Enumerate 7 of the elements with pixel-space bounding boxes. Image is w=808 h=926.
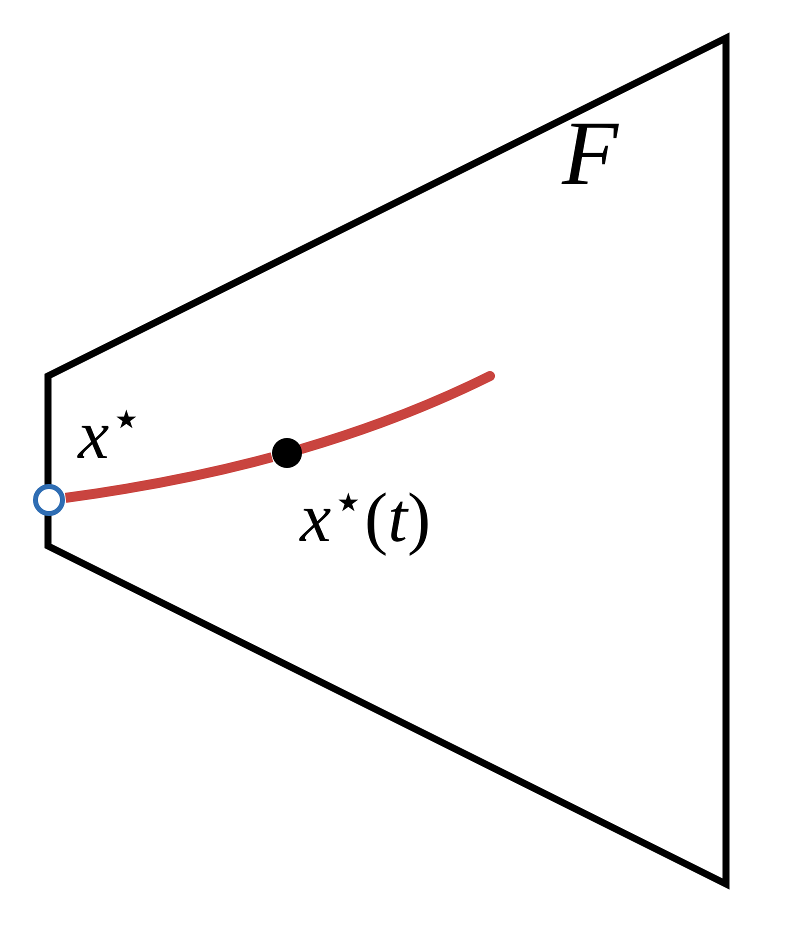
region-label: F (562, 107, 618, 199)
curve-line (64, 452, 274, 503)
point-dot (272, 438, 302, 468)
point-label: x$^{⋆}$ (78, 401, 143, 471)
hollow-circle-marker (33, 484, 65, 516)
point-label: x$^{⋆}$(t) (300, 484, 431, 554)
trapezoid-region (44, 34, 730, 888)
